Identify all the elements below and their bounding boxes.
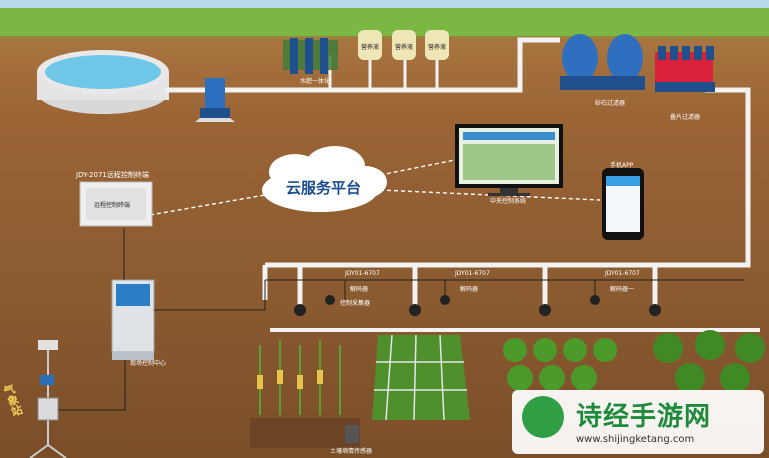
sand-filter [560,34,645,90]
field-control-kiosk [111,279,155,360]
nutrient-tank-label-3: 营养液 [428,44,447,51]
soil-sensor [345,425,359,443]
soil-sensor-bottom-label: 土壤墒情传感器 [330,448,373,455]
pump [195,78,235,122]
pc-system-label: 中央控制系统 [490,198,527,205]
valve-label-3b: 解码器一 [610,286,635,293]
sand-filter-label: 砂石过滤器 [595,100,626,107]
cloud-platform-label: 云服务平台 [286,179,362,197]
remote-terminal-label: JDY-2071远程控制终端 [76,171,149,179]
field-center-label: 现场控制中心 [130,360,167,367]
disc-filter [655,46,715,92]
nutrient-tank-label-2: 营养液 [395,44,414,51]
valve-label-1: JDY01-6707 [345,270,380,277]
control-wiring [48,228,745,411]
mobile-phone [602,168,644,240]
mobile-app-label: 手机APP [610,162,634,169]
soil-sensor-label: 控制采集器 [340,300,371,307]
crop-corn [250,340,360,448]
valves [294,295,661,316]
crop-trees [653,330,765,393]
watermark: 诗经手游网 www.shijingketang.com [512,390,764,454]
valve-label-3: JDY01-6707 [605,270,640,277]
valve-label-2: JDY01-6707 [455,270,490,277]
valve-label-2b: 解码器 [460,286,479,293]
pc-monitor [455,124,563,196]
disc-filter-label: 叠片过滤器 [670,114,701,121]
weather-station [29,340,67,458]
watermark-url: www.shijingketang.com [576,434,695,445]
nutrient-tank-label-1: 营养液 [361,44,380,51]
valve-label-1b: 解码器 [350,286,369,293]
remote-terminal [79,181,153,227]
nutrient-tanks [358,30,449,60]
crop-vegetables [372,334,470,421]
sky-strip [0,0,769,8]
cloud-links [149,159,601,216]
cloud-platform [262,146,387,212]
fertilizer-machine-label: 水肥一体化 [300,78,331,85]
remote-terminal-panel-label: 远程控制终端 [94,202,131,209]
leaf-logo-icon [522,396,564,438]
fertilizer-machine [283,38,338,74]
water-pool [37,50,169,114]
watermark-title: 诗经手游网 [576,402,712,432]
crop-shrubs [503,338,617,391]
